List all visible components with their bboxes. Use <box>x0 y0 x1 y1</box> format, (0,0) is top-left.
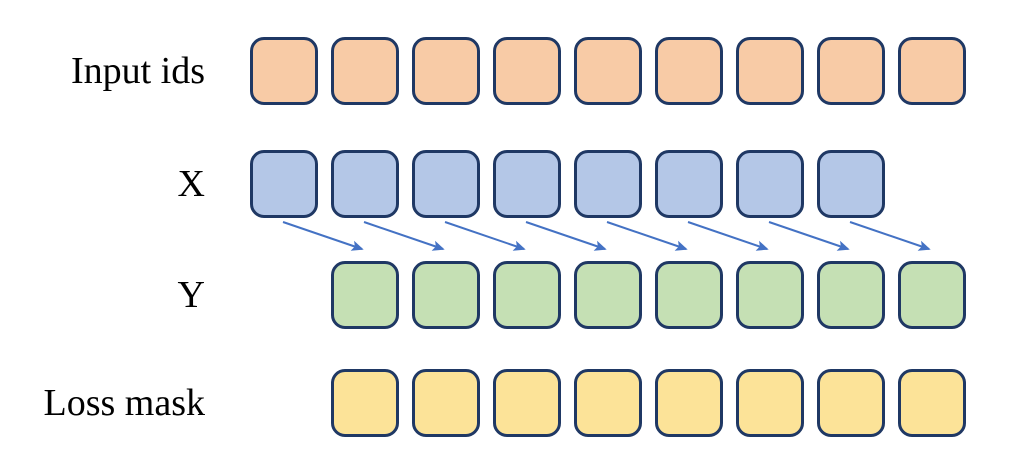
row-label-input-ids: Input ids <box>70 50 205 92</box>
row-label-x: X <box>177 163 205 205</box>
token-box-input-ids <box>412 37 480 105</box>
token-box-input-ids <box>898 37 966 105</box>
token-box-input-ids <box>574 37 642 105</box>
token-box-y <box>898 261 966 329</box>
token-box-input-ids <box>250 37 318 105</box>
token-box-input-ids <box>817 37 885 105</box>
token-box-loss-mask <box>331 369 399 437</box>
shift-arrow <box>282 221 364 251</box>
token-box-input-ids <box>493 37 561 105</box>
token-box-input-ids <box>736 37 804 105</box>
token-box-loss-mask <box>817 369 885 437</box>
token-box-loss-mask <box>898 369 966 437</box>
token-box-y <box>736 261 804 329</box>
token-box-y <box>493 261 561 329</box>
token-box-y <box>574 261 642 329</box>
shift-arrow <box>687 221 769 251</box>
shift-arrow <box>768 221 850 251</box>
token-box-y <box>817 261 885 329</box>
token-box-loss-mask <box>412 369 480 437</box>
shift-arrow <box>525 221 607 251</box>
token-box-x <box>331 150 399 218</box>
shift-arrow <box>849 221 931 251</box>
row-label-loss-mask: Loss mask <box>43 382 206 424</box>
token-box-loss-mask <box>493 369 561 437</box>
token-box-x <box>655 150 723 218</box>
shift-arrow <box>363 221 445 251</box>
token-box-y <box>655 261 723 329</box>
shift-arrow <box>444 221 526 251</box>
token-box-x <box>412 150 480 218</box>
token-box-loss-mask <box>574 369 642 437</box>
token-box-x <box>817 150 885 218</box>
row-label-y: Y <box>177 274 205 316</box>
token-box-x <box>493 150 561 218</box>
token-box-input-ids <box>655 37 723 105</box>
token-box-x <box>574 150 642 218</box>
token-box-y <box>412 261 480 329</box>
token-box-x <box>250 150 318 218</box>
token-box-loss-mask <box>655 369 723 437</box>
token-box-y <box>331 261 399 329</box>
token-box-x <box>736 150 804 218</box>
shift-arrow <box>606 221 688 251</box>
token-box-loss-mask <box>736 369 804 437</box>
token-box-input-ids <box>331 37 399 105</box>
